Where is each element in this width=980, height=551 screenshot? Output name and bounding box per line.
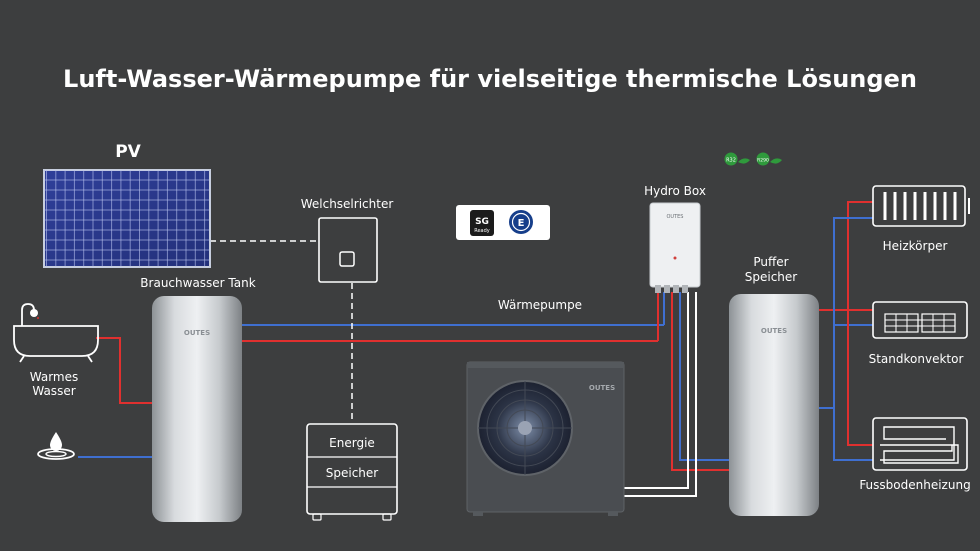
- convector-icon: [872, 301, 968, 339]
- heat-pump-unit: Wärmepumpe OUTES: [466, 298, 625, 516]
- storage-label-2: Speicher: [326, 466, 379, 480]
- water-tap-icon: [37, 432, 75, 460]
- storage-label-1: Energie: [329, 436, 375, 450]
- heat-pump-label: Wärmepumpe: [498, 298, 582, 312]
- refrigerant-icons: R32 R290: [724, 152, 782, 166]
- leaf-icon: R32: [724, 152, 750, 166]
- hp-line-2: [624, 292, 697, 497]
- buffer-tank: Puffer Speicher OUTES: [729, 255, 819, 516]
- pv-module: PV: [43, 142, 211, 268]
- svg-text:OUTES: OUTES: [184, 329, 210, 337]
- hydro-box-label: Hydro Box: [644, 184, 706, 198]
- inverter-label: Welchselrichter: [301, 197, 394, 211]
- warm-water-label-2: Wasser: [32, 384, 75, 398]
- buffer-label-1: Puffer: [753, 255, 788, 269]
- certification-badges: SG Ready E: [456, 205, 550, 240]
- bathtub-icon: [13, 303, 99, 363]
- floor-cold: [833, 325, 873, 461]
- hp-line-1: [624, 292, 689, 489]
- fan-icon: [477, 380, 573, 476]
- svg-text:Ready: Ready: [474, 228, 490, 234]
- hydro-box: Hydro Box OUTES: [644, 184, 706, 293]
- svg-text:OUTES: OUTES: [761, 327, 787, 335]
- svg-text:E: E: [518, 218, 525, 229]
- radiator-label: Heizkörper: [883, 239, 948, 253]
- svg-text:SG: SG: [475, 217, 489, 227]
- floor-hot: [847, 310, 873, 446]
- pipes: [78, 201, 873, 497]
- warm-water-label-1: Warmes: [30, 370, 79, 384]
- page-title: Luft-Wasser-Wärmepumpe für vielseitige t…: [63, 65, 917, 93]
- radiator-icon: [872, 185, 970, 227]
- buffer-cold-out: [818, 217, 873, 409]
- dhw-tank-label: Brauchwasser Tank: [140, 276, 255, 290]
- warm-water-pipe: [96, 337, 152, 404]
- inverter: Welchselrichter: [301, 197, 394, 283]
- leaf-icon: R290: [756, 152, 782, 166]
- svg-text:OUTES: OUTES: [667, 214, 684, 220]
- energy-label-badge: E: [509, 210, 533, 234]
- solar-panel-icon: [43, 169, 211, 268]
- svg-text:R32: R32: [726, 158, 736, 164]
- hot-pipe-buffer: [671, 292, 730, 471]
- floor-heating-label: Fussbodenheizung: [859, 478, 970, 492]
- svg-text:R290: R290: [757, 158, 769, 164]
- buffer-label-2: Speicher: [745, 270, 798, 284]
- svg-text:OUTES: OUTES: [589, 384, 615, 392]
- pv-label: PV: [115, 142, 141, 162]
- energy-storage: Energie Speicher: [306, 423, 398, 521]
- hot-water-tank: Brauchwasser Tank OUTES: [140, 276, 256, 522]
- convector-label: Standkonvektor: [869, 352, 964, 366]
- sg-ready-badge: SG Ready: [470, 210, 494, 236]
- cold-pipe-buffer: [679, 292, 730, 461]
- floor-heating-icon: [872, 417, 968, 471]
